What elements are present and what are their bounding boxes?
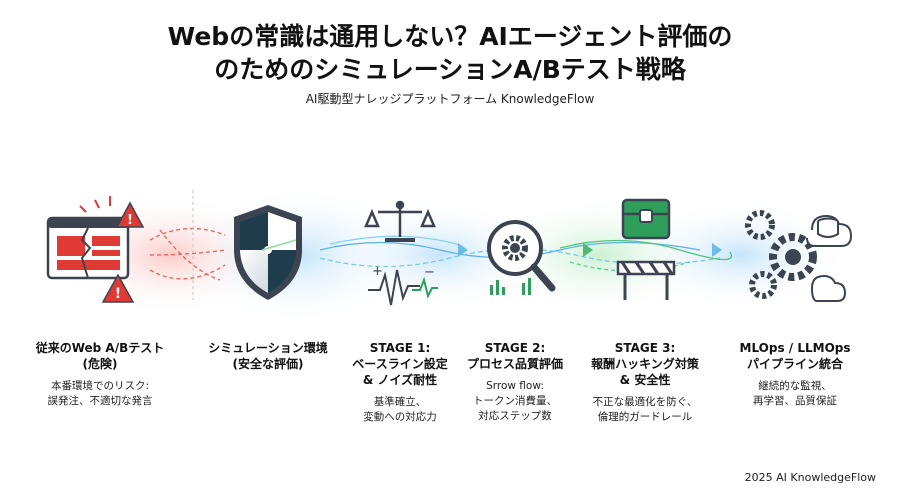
stage-1-title: シミュレーション環境 (安全な評価)	[208, 341, 328, 371]
stage-2-title: STAGE 1: ベースライン設定 & ノイズ耐性	[352, 341, 448, 387]
stage-5-title: MLOps / LLMOps パイプライン統合	[739, 341, 851, 371]
page-title-line1: Webの常識は通用しない？AIエージェント評価の	[167, 22, 733, 51]
stage-0-title: 従来のWeb A/Bテスト (危険)	[35, 341, 165, 371]
gears-cloud-database-icon	[745, 210, 853, 302]
page-subtitle: AI駆動型ナレッジプラットフォーム KnowledgeFlow	[305, 92, 595, 106]
stage-4-desc: 不正な最適化を防ぐ、 倫理的ガードレール	[592, 396, 698, 423]
stage-3-desc: Srrow flow: トークン消費量、 対応ステップ数	[473, 380, 557, 422]
svg-text:+: +	[372, 264, 383, 279]
noise-waveform-icon: + −	[368, 264, 438, 306]
magnifier-gear-icon	[487, 220, 556, 295]
flow-arrows	[458, 243, 722, 257]
balance-scale-icon	[364, 200, 436, 242]
page-title-line2: のためのシミュレーションA/Bテスト戦略	[214, 55, 686, 84]
svg-text:−: −	[424, 265, 435, 280]
svg-text:!: !	[127, 213, 133, 228]
danger-flow-lines	[149, 227, 226, 281]
stage-3-title: STAGE 2: プロセス品質評価	[466, 341, 563, 371]
stage-0-desc: 本番環境でのリスク: 誤発注、不適切な発言	[47, 380, 153, 407]
stage-5-desc: 継続的な監視、 再学習、品質保証	[753, 380, 837, 407]
broken-browser-warning-icon: ! !	[46, 196, 145, 303]
footer-credit: 2025 AI KnowledgeFlow	[744, 471, 876, 484]
flow-diagram: ! ! + −	[46, 185, 853, 325]
svg-text:!: !	[115, 286, 121, 302]
stage-2-desc: 基準確立、 変動への対応力	[363, 396, 437, 423]
locked-chest-barrier-icon	[616, 198, 676, 300]
shield-icon	[234, 205, 302, 300]
stage-4-title: STAGE 3: 報酬ハッキング対策 & 安全性	[591, 341, 699, 387]
